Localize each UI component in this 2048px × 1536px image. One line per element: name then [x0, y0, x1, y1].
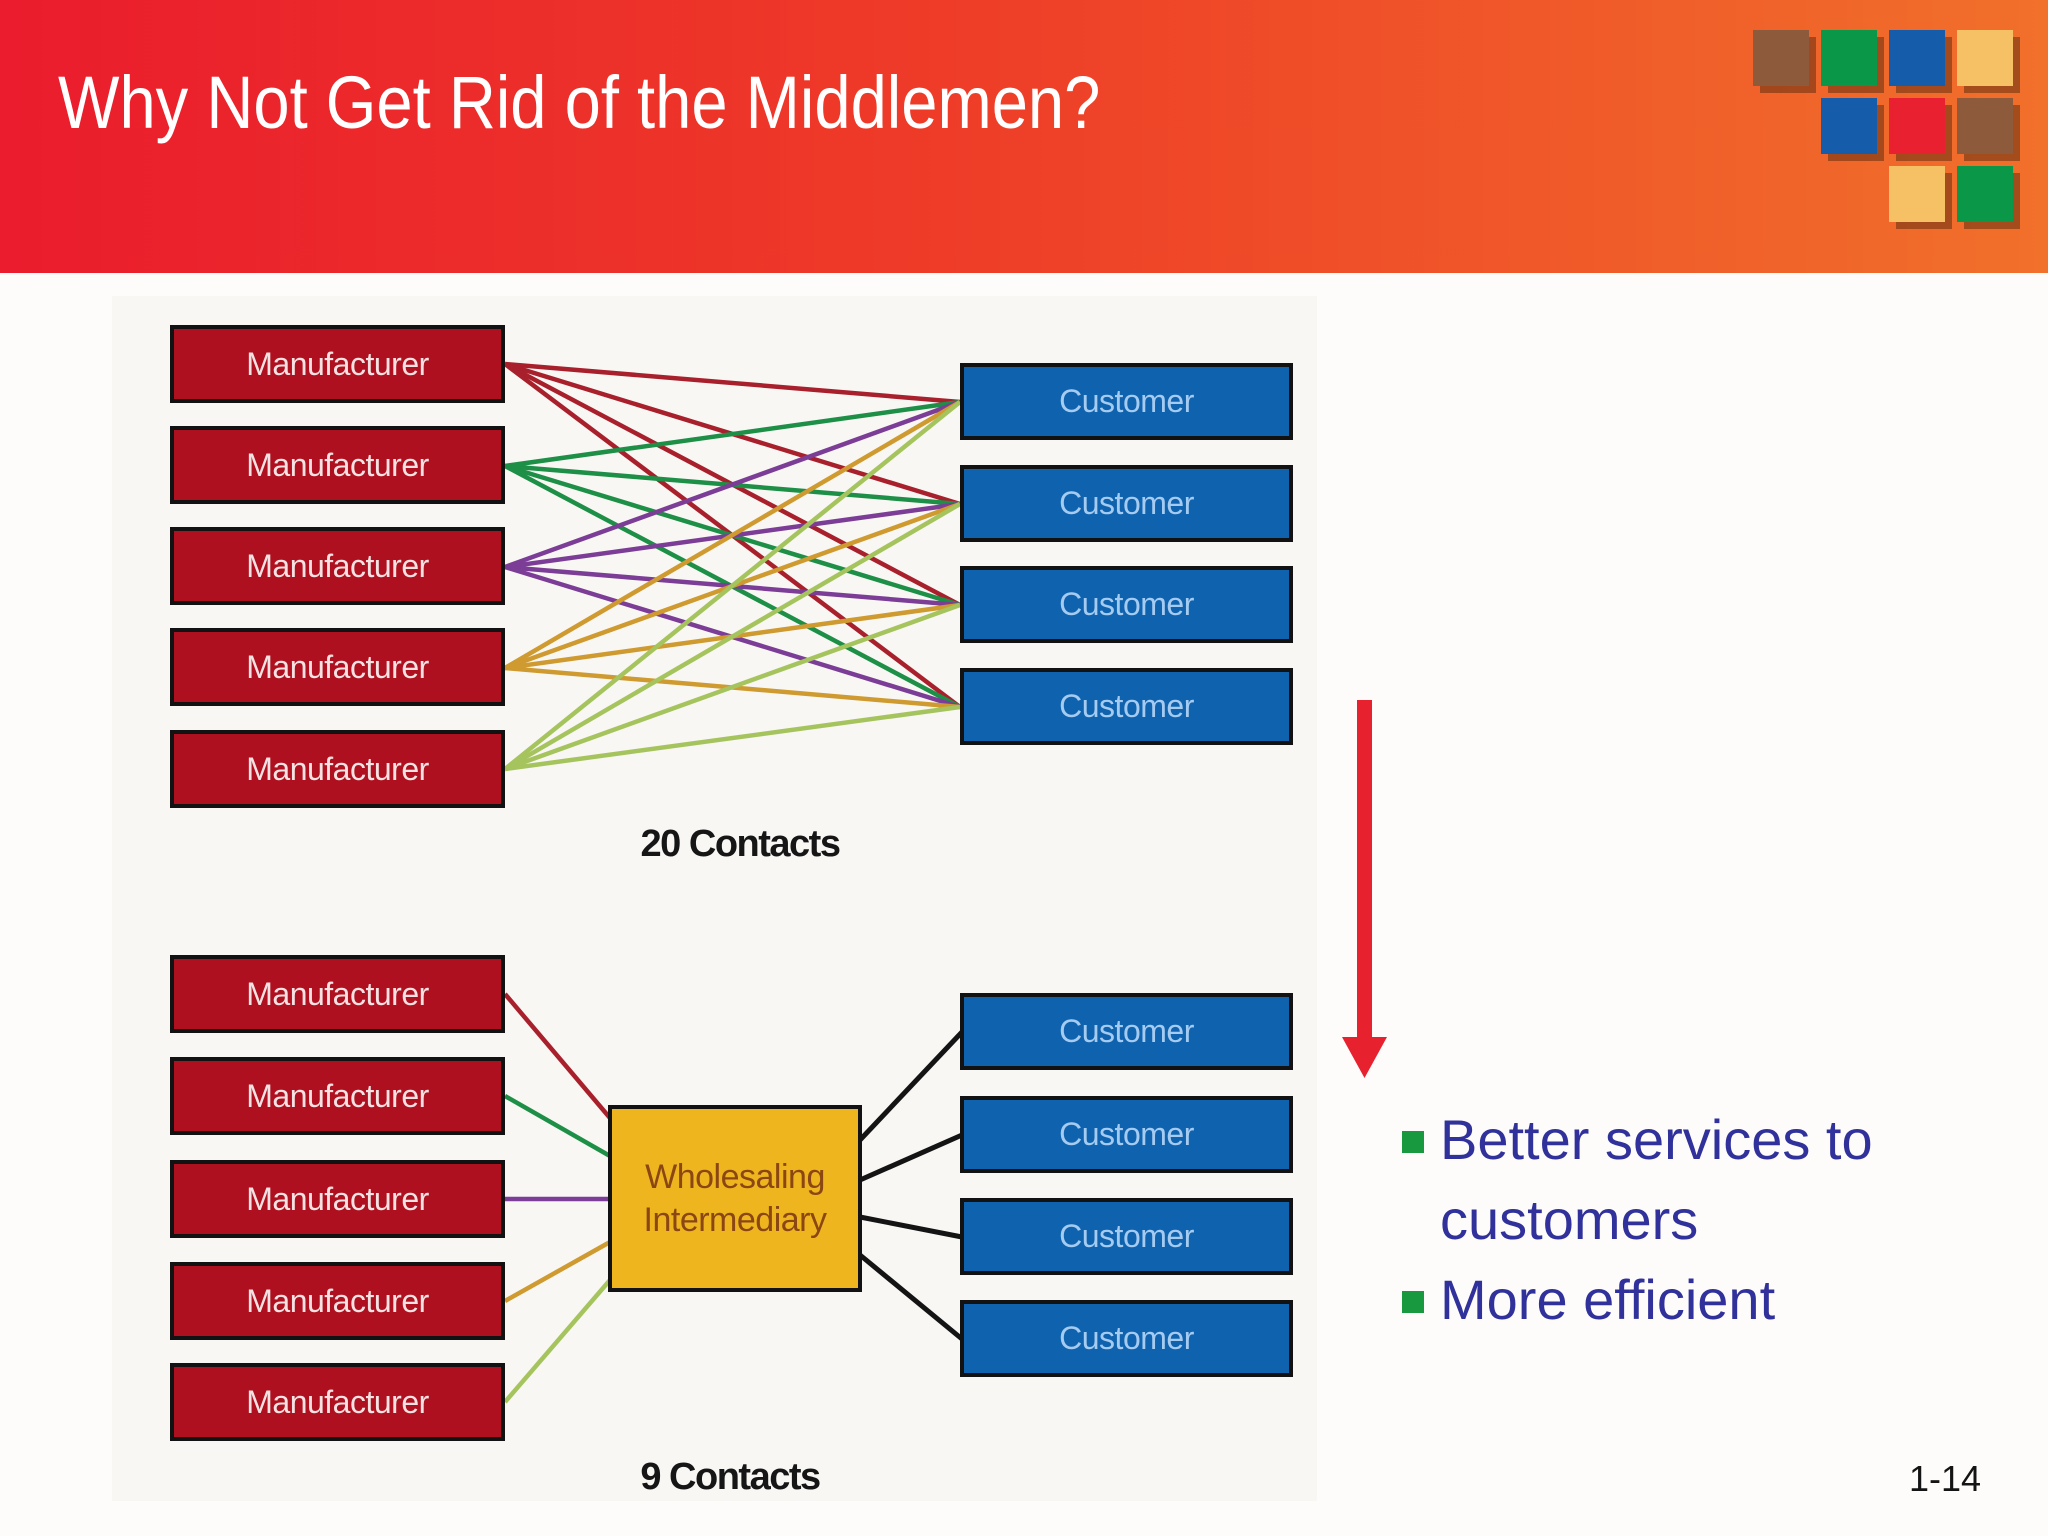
- manufacturer-label: Manufacturer: [246, 345, 429, 382]
- manufacturer-box: Manufacturer: [170, 1057, 505, 1135]
- deco-square-tan: [1957, 30, 2013, 86]
- customer-label: Customer: [1059, 1218, 1194, 1254]
- manufacturer-box: Manufacturer: [170, 1363, 505, 1441]
- deco-square-green: [1957, 166, 2013, 222]
- contacts-caption-top: 20 Contacts: [640, 823, 841, 865]
- deco-square-green: [1821, 30, 1877, 86]
- manufacturer-box: Manufacturer: [170, 1160, 505, 1238]
- manufacturer-label: Manufacturer: [246, 1282, 429, 1319]
- slide-header: Why Not Get Rid of the Middlemen?: [0, 0, 2048, 273]
- down-arrow-shaft: [1357, 700, 1372, 1037]
- deco-square-red: [1889, 98, 1945, 154]
- deco-square-blue: [1889, 30, 1945, 86]
- customer-label: Customer: [1059, 1116, 1194, 1152]
- manufacturer-box: Manufacturer: [170, 955, 505, 1033]
- manufacturer-label: Manufacturer: [246, 648, 429, 685]
- manufacturer-box: Manufacturer: [170, 426, 505, 504]
- manufacturer-box: Manufacturer: [170, 628, 505, 706]
- manufacturer-label: Manufacturer: [246, 1180, 429, 1217]
- manufacturer-label: Manufacturer: [246, 547, 429, 584]
- customer-label: Customer: [1059, 383, 1194, 419]
- customer-box: Customer: [960, 363, 1293, 440]
- manufacturer-label: Manufacturer: [246, 975, 429, 1012]
- customer-box: Customer: [960, 1096, 1293, 1173]
- contacts-caption-bottom: 9 Contacts: [640, 1456, 821, 1498]
- manufacturer-label: Manufacturer: [246, 750, 429, 787]
- manufacturer-label: Manufacturer: [246, 446, 429, 483]
- customer-label: Customer: [1059, 1013, 1194, 1049]
- customer-label: Customer: [1059, 485, 1194, 521]
- customer-box: Customer: [960, 465, 1293, 542]
- customer-box: Customer: [960, 668, 1293, 745]
- deco-square-tan: [1889, 166, 1945, 222]
- deco-square-brown: [1753, 30, 1809, 86]
- customer-box: Customer: [960, 566, 1293, 643]
- down-arrow-head: [1342, 1037, 1387, 1078]
- manufacturer-box: Manufacturer: [170, 730, 505, 808]
- bullet-list: Better services to customers More effici…: [1402, 1100, 2012, 1340]
- bullet-item: More efficient: [1402, 1260, 2012, 1340]
- customer-label: Customer: [1059, 688, 1194, 724]
- customer-box: Customer: [960, 993, 1293, 1070]
- manufacturer-label: Manufacturer: [246, 1077, 429, 1114]
- manufacturer-label: Manufacturer: [246, 1383, 429, 1420]
- page-title: Why Not Get Rid of the Middlemen?: [58, 61, 1101, 144]
- wholesaling-intermediary-box: Wholesaling Intermediary: [608, 1105, 862, 1292]
- customer-label: Customer: [1059, 586, 1194, 622]
- manufacturer-box: Manufacturer: [170, 325, 505, 403]
- bullet-item: Better services to customers: [1402, 1100, 2012, 1260]
- manufacturer-box: Manufacturer: [170, 1262, 505, 1340]
- wholesaling-intermediary-label: Wholesaling Intermediary: [643, 1158, 827, 1239]
- page-number: 1-14: [1908, 1458, 1982, 1499]
- customer-box: Customer: [960, 1198, 1293, 1275]
- deco-square-blue: [1821, 98, 1877, 154]
- customer-label: Customer: [1059, 1320, 1194, 1356]
- customer-box: Customer: [960, 1300, 1293, 1377]
- manufacturer-box: Manufacturer: [170, 527, 505, 605]
- deco-square-brown: [1957, 98, 2013, 154]
